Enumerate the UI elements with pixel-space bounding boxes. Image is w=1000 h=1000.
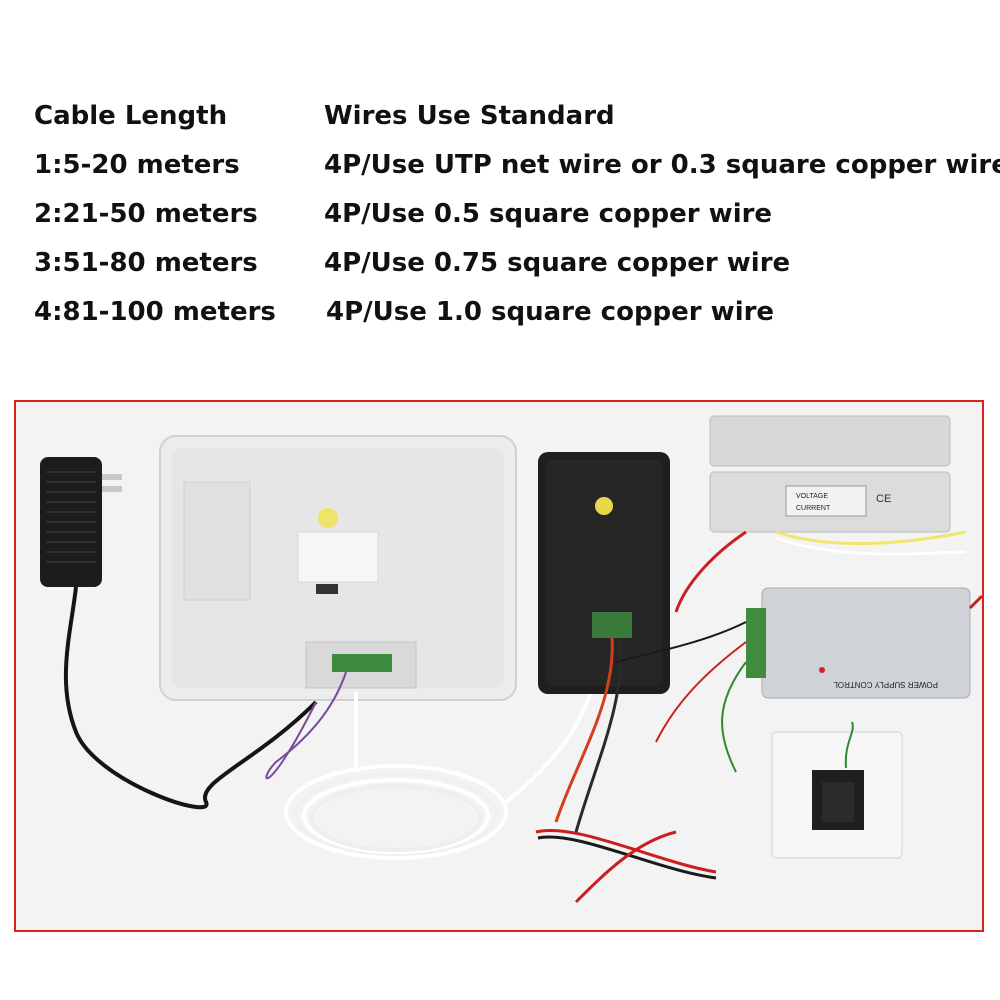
- row-wire-standard: 4P/Use 0.75 square copper wire: [324, 248, 791, 278]
- table-row: 1:5-20 meters 4P/Use UTP net wire or 0.3…: [0, 145, 1000, 185]
- table-row: 3:51-80 meters 4P/Use 0.75 square copper…: [0, 243, 1000, 283]
- ce-mark: CE: [876, 493, 891, 505]
- row-cable-length: 2:21-50 meters: [34, 199, 258, 229]
- outdoor-camera: [538, 452, 670, 833]
- product-wiring-illustration: VOLTAGE CURRENT CE POWER SUPPLY CONTROL: [16, 402, 982, 930]
- power-adapter: [40, 457, 318, 810]
- red-black-wires: [535, 829, 717, 904]
- row-cable-length: 1:5-20 meters: [34, 150, 240, 180]
- row-wire-standard: 4P/Use 1.0 square copper wire: [326, 297, 775, 327]
- exit-button-switch: [771, 721, 903, 859]
- header-wires-standard: Wires Use Standard: [324, 101, 615, 131]
- lock-voltage-label: VOLTAGE: [796, 493, 828, 500]
- power-supply-control: POWER SUPPLY CONTROL: [615, 587, 982, 773]
- cable-spec-table: Cable Length Wires Use Standard 1:5-20 m…: [0, 0, 1000, 360]
- row-wire-standard: 4P/Use 0.5 square copper wire: [324, 199, 773, 229]
- power-supply-label: POWER SUPPLY CONTROL: [833, 680, 938, 689]
- indoor-monitor: [159, 435, 517, 780]
- table-header-row: Cable Length Wires Use Standard: [0, 96, 1000, 136]
- table-row: 4:81-100 meters 4P/Use 1.0 square copper…: [0, 292, 1000, 332]
- header-cable-length: Cable Length: [34, 101, 228, 131]
- electric-lock: VOLTAGE CURRENT CE: [674, 415, 967, 613]
- table-row: 2:21-50 meters 4P/Use 0.5 square copper …: [0, 194, 1000, 234]
- row-cable-length: 4:81-100 meters: [34, 297, 276, 327]
- row-cable-length: 3:51-80 meters: [34, 248, 258, 278]
- product-photo-frame: VOLTAGE CURRENT CE POWER SUPPLY CONTROL: [14, 400, 984, 932]
- row-wire-standard: 4P/Use UTP net wire or 0.3 square copper…: [324, 150, 1000, 180]
- lock-current-label: CURRENT: [796, 505, 831, 512]
